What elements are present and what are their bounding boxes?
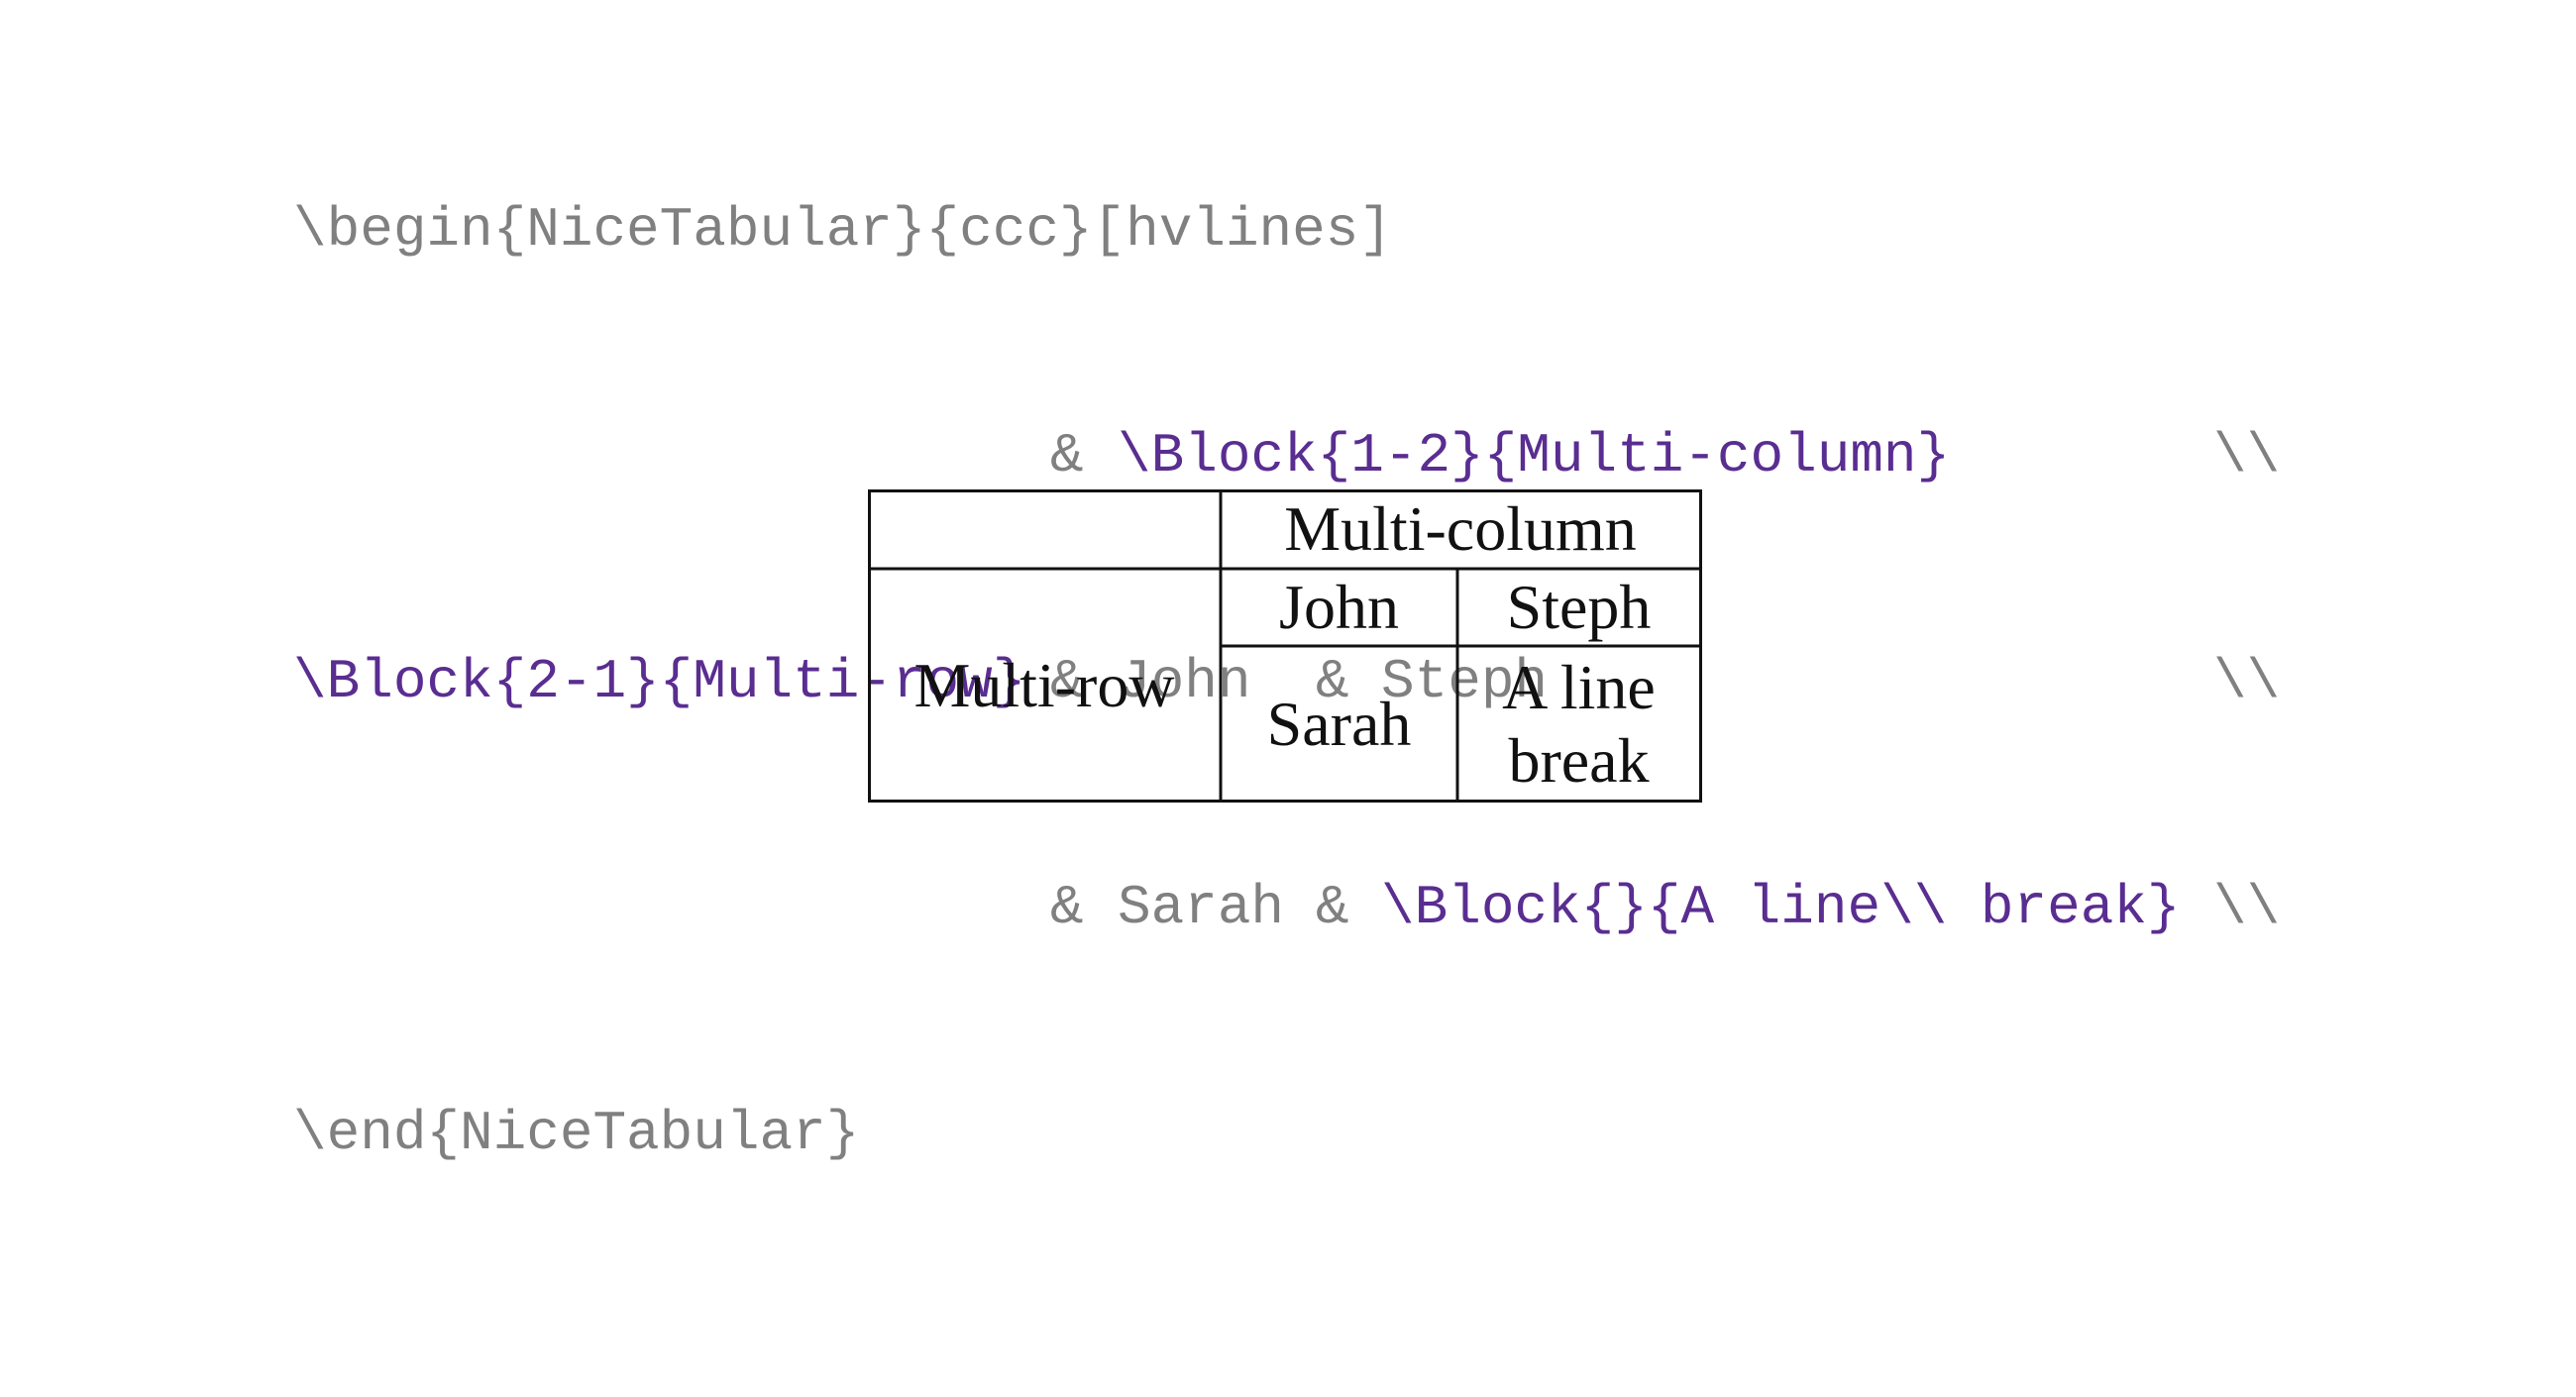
cell-john: John — [1279, 572, 1399, 642]
code-line-3: \Block{2-1}{Multi-row} & John & Steph \\ — [293, 644, 2280, 719]
cell-steph: Steph — [1506, 572, 1652, 642]
rendered-table: Multi-column Multi-row John Steph Sarah … — [868, 489, 1702, 803]
code-ampersand: & — [1316, 650, 1349, 713]
code-line-end: \\ — [2213, 650, 2281, 713]
code-ampersand: & — [1316, 876, 1349, 939]
code-ampersand: & — [1050, 876, 1084, 939]
latex-code-listing: \begin{NiceTabular}{ccc}[hvlines] & \Blo… — [293, 42, 2280, 1246]
code-line-5: \end{NiceTabular} — [293, 1096, 859, 1171]
cell-multi-column: Multi-column — [1284, 493, 1637, 564]
code-line-end: \\ — [2213, 876, 2281, 939]
code-steph: Steph — [1381, 650, 1549, 713]
code-block-linebreak: \Block{}{A line\\ break} — [1381, 876, 2181, 939]
cell-sarah: Sarah — [1266, 689, 1412, 759]
cell-multi-row: Multi-row — [913, 650, 1175, 720]
code-block-multirow: \Block{2-1}{Multi-row} — [293, 650, 1026, 713]
code-sarah: Sarah — [1118, 876, 1285, 939]
code-line-end: \\ — [2213, 424, 2281, 487]
line-break-text-2: break — [1508, 725, 1650, 796]
code-end-command: \end{NiceTabular} — [293, 1102, 860, 1165]
code-john: John — [1118, 650, 1251, 713]
code-line-2: & \Block{1-2}{Multi-column} \\ — [293, 418, 2280, 493]
code-begin-command: \begin{NiceTabular}{ccc}[hvlines] — [293, 198, 1392, 262]
table-rules — [868, 489, 1702, 803]
code-ampersand: & — [1050, 650, 1084, 713]
code-line-4: & Sarah & \Block{}{A line\\ break} \\ — [293, 870, 2280, 945]
code-line-1: \begin{NiceTabular}{ccc}[hvlines] — [293, 192, 1392, 268]
code-block-multicolumn: \Block{1-2}{Multi-column} — [1118, 424, 1951, 487]
line-break-text-1: A line — [1502, 652, 1656, 722]
code-ampersand: & — [1050, 424, 1084, 487]
cell-line-break: A line break — [1457, 646, 1700, 803]
